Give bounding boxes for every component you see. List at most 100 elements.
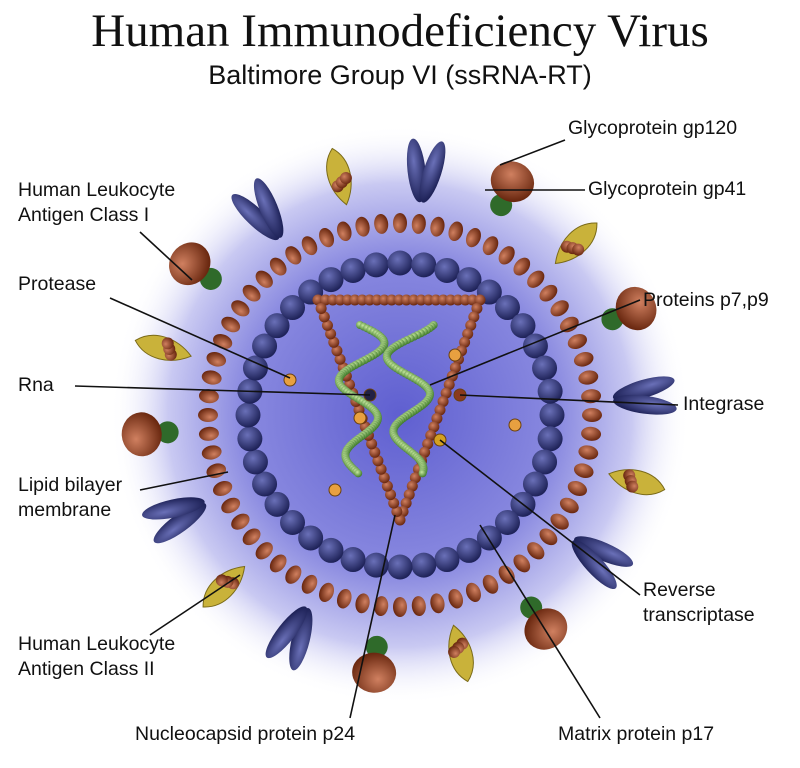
matrix-protein-p17-bead [298, 525, 324, 551]
lipid-bilayer-bead [301, 574, 318, 594]
lipid-bilayer-bead [201, 445, 222, 460]
matrix-protein-p17-bead [387, 554, 413, 580]
lipid-bilayer-bead [578, 445, 599, 460]
lipid-bilayer-bead [527, 270, 545, 288]
spike-hla1 [448, 624, 474, 683]
leader-line-hla-class-1 [139, 231, 193, 281]
lipid-bilayer-bead [285, 246, 302, 265]
matrix-protein-p17-bead [494, 509, 520, 535]
label-nucleocapsid-p24: Nucleocapsid protein p24 [135, 723, 356, 745]
matrix-protein-p17-bead [280, 295, 306, 321]
nucleocapsid-p24-bead [465, 319, 477, 331]
leader-line-proteins-p7-p9 [429, 299, 641, 386]
hla1-bead [448, 645, 461, 658]
lipid-bilayer-bead [201, 370, 222, 385]
lipid-bilayer-bead [336, 221, 352, 242]
lipid-bilayer-bead [221, 316, 241, 333]
leader-line-lipid-bilayer [139, 471, 229, 491]
lipid-bilayer-bead [559, 316, 579, 333]
nucleocapsid-p24-bead [419, 446, 431, 458]
nucleocapsid-p24-bead [388, 497, 400, 509]
label-hla-class-2-line2: Antigen Class II [18, 658, 155, 680]
label-reverse-transcriptase: Reverse transcriptase [643, 578, 755, 628]
lipid-bilayer-bead [231, 513, 250, 530]
nucleocapsid-p24-bead [378, 472, 390, 484]
label-gp120: Glycoprotein gp120 [568, 117, 738, 139]
nucleocapsid-p24-bead [375, 463, 387, 475]
label-matrix-p17: Matrix protein p17 [558, 723, 715, 745]
matrix-protein-p17-bead [537, 426, 563, 452]
hla2-lobe [231, 193, 280, 241]
lipid-bilayer-bead [465, 227, 481, 248]
matrix-protein-p17-bead [387, 250, 413, 276]
nucleocapsid-p24-bead [325, 328, 337, 340]
label-rt-line1: Reverse [643, 579, 716, 601]
hla2-lobe [142, 497, 205, 520]
matrix-protein-p17-bead [264, 313, 290, 339]
lipid-bilayer-bead [430, 593, 445, 614]
nucleocapsid-p24-bead [459, 336, 471, 348]
hla2-lobe [571, 540, 617, 590]
spike-gp120 [352, 635, 397, 693]
matrix-protein-p17-bead [340, 257, 366, 283]
leader-line-rna [74, 385, 371, 396]
spike-gp120 [121, 412, 179, 457]
lipid-bilayer-bead [527, 542, 545, 560]
protein-p7-marker [353, 411, 367, 425]
spike-hla1 [326, 147, 352, 206]
lipid-bilayer-bead [221, 497, 241, 514]
nucleocapsid-p24-bead [474, 294, 486, 306]
matrix-protein-p17-bead [522, 471, 548, 497]
lipid-bilayer-bead [355, 593, 370, 614]
lipid-bilayer-bead [355, 216, 370, 237]
matrix-protein-p17-bead [340, 547, 366, 573]
nucleocapsid-p24-bead [428, 421, 440, 433]
lipid-bilayer-bead [319, 227, 335, 248]
lipid-bilayer-bead [448, 588, 464, 609]
lipid-bilayer-bead [539, 284, 558, 302]
lipid-bilayer-bead [285, 565, 302, 584]
matrix-protein-p17-bead [264, 491, 290, 517]
label-proteins-p7-p9: Proteins p7,p9 [643, 289, 769, 311]
lipid-bilayer-bead [231, 300, 250, 317]
nucleocapsid-p24-bead [409, 472, 421, 484]
label-hla-class-1-line2: Antigen Class I [18, 204, 150, 226]
lipid-bilayer-bead [198, 426, 219, 441]
lipid-bilayer-bead [578, 370, 599, 385]
matrix-protein-p17-bead [411, 252, 437, 278]
nucleocapsid-p24-bead [328, 336, 340, 348]
lipid-bilayer-bead [498, 565, 515, 584]
matrix-protein-p17-bead [456, 537, 482, 563]
leader-line-protease [109, 297, 291, 379]
lipid-bilayer-bead [513, 554, 531, 573]
nucleocapsid-p24-bead [440, 387, 452, 399]
gp120-head [169, 242, 211, 286]
gp120-head [524, 608, 568, 650]
lipid-bilayer-bead [198, 408, 218, 422]
matrix-protein-p17-bead [318, 537, 344, 563]
matrix-protein-p17-bead [456, 267, 482, 293]
nucleocapsid-p24-bead [437, 396, 449, 408]
nucleocapsid-p24-bead [366, 438, 378, 450]
label-lipid-line2: membrane [18, 499, 112, 521]
nucleocapsid-p24-bead [406, 480, 418, 492]
leader-line-hla-class-2 [149, 574, 241, 636]
spike-hla2 [571, 536, 634, 590]
nucleocapsid-p24-bead [400, 497, 412, 509]
spike-gp120 [490, 161, 535, 217]
lipid-bilayer-bead [242, 284, 261, 302]
gp120-head [615, 286, 657, 331]
lipid-bilayer-bead [301, 236, 318, 256]
leader-line-nucleocapsid-p24 [349, 514, 396, 719]
matrix-protein-p17-bead [252, 471, 278, 497]
hla1-bead [626, 480, 639, 493]
nucleocapsid-p24-bead [391, 506, 403, 518]
rna-strand-bead [418, 469, 427, 478]
lipid-bilayer-bead [573, 351, 594, 367]
nucleocapsid-p24-bead [385, 489, 397, 501]
hla2-lobe [574, 536, 634, 567]
lipid-bilayer-bead [242, 528, 261, 546]
lipid-bilayer-bead [498, 246, 515, 265]
lipid-bilayer-bead [581, 426, 602, 441]
lipid-bilayer-bead [550, 513, 569, 530]
